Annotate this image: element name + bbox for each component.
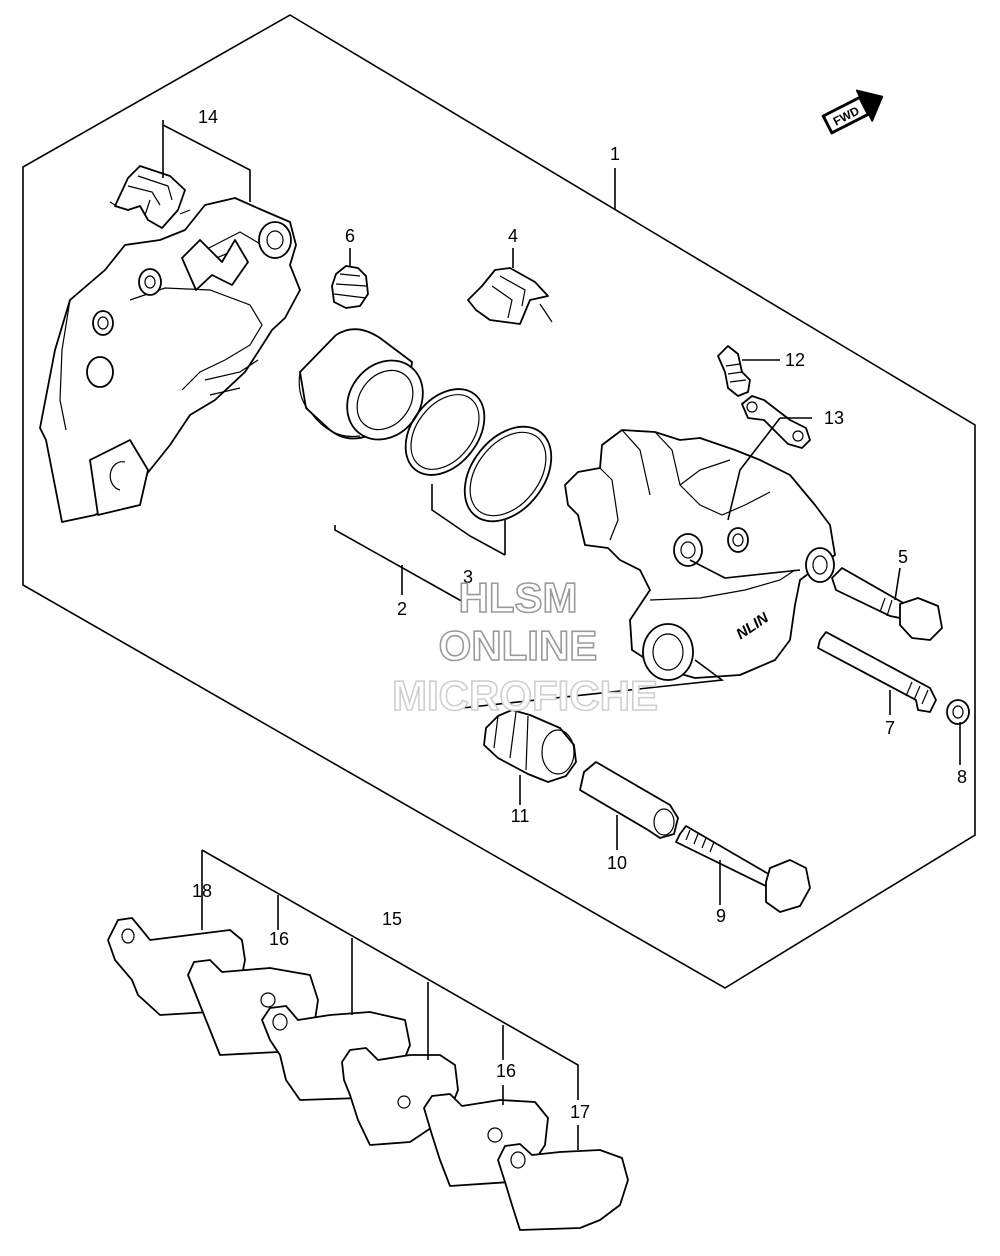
callout-2: 2	[397, 599, 407, 619]
leader-lines	[162, 120, 961, 1150]
dust-boot-part	[483, 709, 577, 783]
callout-3: 3	[463, 567, 473, 587]
callout-6: 6	[345, 226, 355, 246]
bleeder-cap-part	[331, 265, 369, 309]
callout-labels: 1 2 3 4 5 6 7 8 9 10 11 12 13 14 15 16 1…	[192, 107, 967, 1122]
caliper-bolt-part	[675, 825, 811, 913]
watermark-line-3: MICROFICHE	[392, 672, 658, 719]
watermark-line-1: HLSM	[459, 574, 578, 621]
bleeder-valve-part	[717, 345, 751, 397]
slide-pin-part	[817, 631, 937, 713]
callout-8: 8	[957, 767, 967, 787]
watermark: HLSM ONLINE MICROFICHE	[391, 573, 659, 720]
callout-4: 4	[508, 226, 518, 246]
callout-18: 18	[192, 881, 212, 901]
callout-9: 9	[716, 906, 726, 926]
sleeve-part	[579, 761, 679, 839]
callout-11: 11	[511, 806, 530, 826]
callout-16b: 16	[496, 1061, 516, 1081]
slide-pin-bolt-part	[831, 567, 943, 641]
fwd-arrow-icon: FWD	[821, 89, 884, 135]
shim-part-17	[497, 1143, 629, 1231]
callout-16a: 16	[269, 929, 289, 949]
caliper-body-part: NLIN	[564, 429, 836, 681]
watermark-line-2: ONLINE	[439, 622, 598, 669]
caliper-bracket-part	[39, 197, 301, 523]
callout-13: 13	[824, 408, 844, 428]
pad-spring-clip-part	[109, 165, 191, 229]
callout-17: 17	[570, 1102, 590, 1122]
piston-part	[298, 328, 424, 441]
assembly-outline	[22, 14, 976, 989]
callout-10: 10	[607, 853, 627, 873]
callout-15: 15	[382, 909, 402, 929]
pad-spring-part	[467, 267, 553, 325]
callout-5: 5	[898, 547, 908, 567]
callout-7: 7	[885, 718, 895, 738]
retaining-clip-part	[946, 699, 970, 725]
callout-1: 1	[610, 144, 620, 164]
callout-14: 14	[198, 107, 218, 127]
piston-seals-part	[404, 388, 553, 523]
brake-pads-group	[107, 917, 629, 1231]
callout-12: 12	[785, 350, 805, 370]
